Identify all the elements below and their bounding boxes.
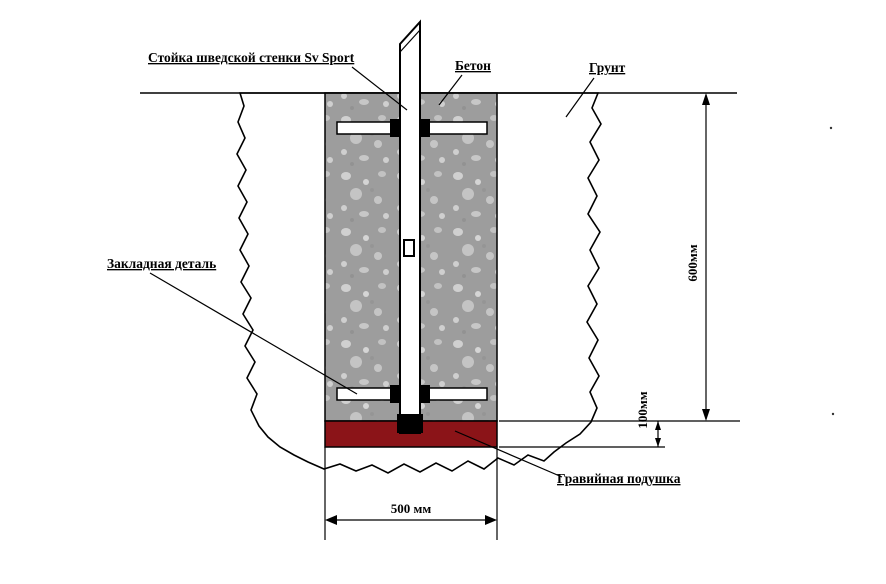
soil-region xyxy=(236,92,602,474)
concrete-leader-line xyxy=(438,74,463,106)
embedded-leader-line xyxy=(149,272,358,395)
embedded-plate-bottom-left xyxy=(336,387,393,401)
width-dimension-label: 500 мм xyxy=(391,501,432,516)
width-dimension-arrow-left xyxy=(325,515,337,525)
post-break-line xyxy=(399,29,421,53)
gravel-dimension-arrow-top xyxy=(655,421,661,430)
post-base-plate xyxy=(397,414,423,433)
post-body xyxy=(399,19,421,434)
soil-label: Грунт xyxy=(589,60,626,75)
artifact-dot-bottom xyxy=(831,412,835,416)
width-dimension-arrow-right xyxy=(485,515,497,525)
post-label: Стойка шведской стенки Sv Sport xyxy=(148,50,355,65)
post-bolt-hole xyxy=(403,239,415,257)
soil-leader-line xyxy=(565,77,595,118)
embedded-plate-top-right xyxy=(427,121,488,135)
gravel-pad-label: Гравийная подушка xyxy=(557,471,681,486)
post-leader-line xyxy=(351,66,408,111)
embedded-clamp-top-left xyxy=(390,119,400,137)
concrete-label: Бетон xyxy=(455,58,491,73)
depth-dimension-arrow-bottom xyxy=(702,409,710,421)
embedded-plate-top-left xyxy=(336,121,393,135)
gravel-dimension-arrow-bottom xyxy=(655,438,661,447)
embedded-clamp-bottom-left xyxy=(390,385,400,403)
embedded-part-label: Закладная деталь xyxy=(107,256,216,271)
gravel-dimension-label: 100мм xyxy=(635,391,650,428)
depth-dimension-label: 600мм xyxy=(685,244,700,281)
embedded-clamp-top-right xyxy=(420,119,430,137)
gravel-leader-line xyxy=(454,430,563,478)
embedded-clamp-bottom-right xyxy=(420,385,430,403)
depth-dimension-arrow-top xyxy=(702,93,710,105)
embedded-plate-bottom-right xyxy=(427,387,488,401)
artifact-dot-top xyxy=(829,126,833,130)
